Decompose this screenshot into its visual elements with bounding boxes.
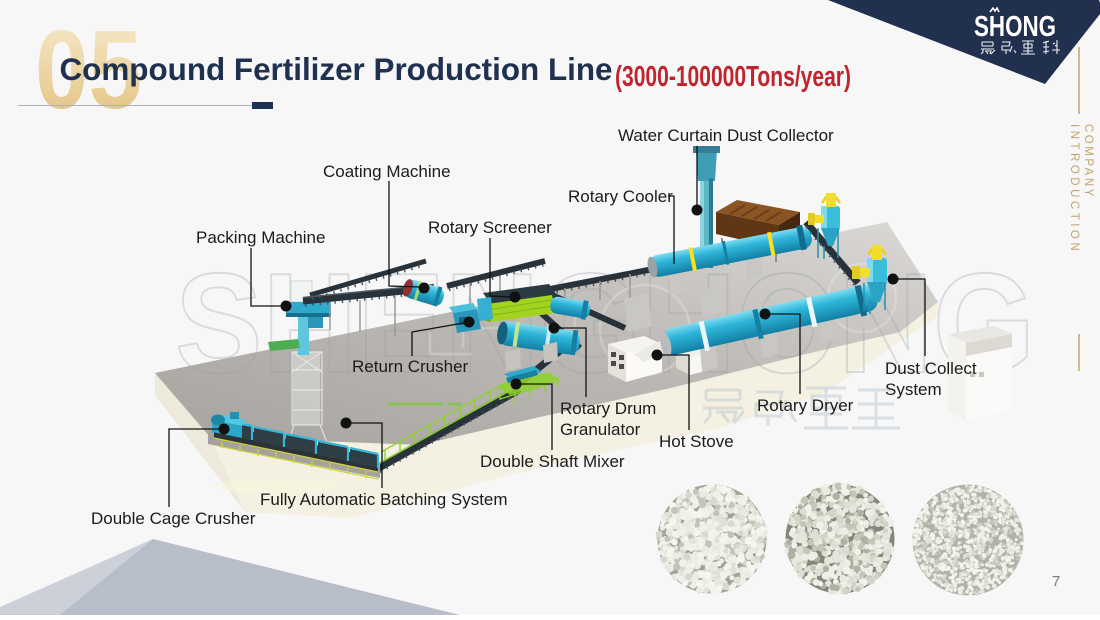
svg-text:7: 7 [1052, 573, 1060, 590]
svg-text:Compound Fertilizer Production: Compound Fertilizer Production Line [60, 51, 613, 87]
svg-text:Dust Collect: Dust Collect [885, 359, 977, 378]
svg-text:(3000-100000Tons/year): (3000-100000Tons/year) [615, 61, 851, 93]
svg-text:Coating Machine: Coating Machine [323, 162, 451, 181]
svg-text:Return Crusher: Return Crusher [352, 357, 469, 376]
svg-text:Rotary Cooler: Rotary Cooler [568, 187, 673, 206]
svg-text:05: 05 [35, 8, 142, 132]
svg-text:Hot Stove: Hot Stove [659, 432, 734, 451]
svg-text:Double Shaft Mixer: Double Shaft Mixer [480, 452, 625, 471]
svg-text:Packing Machine: Packing Machine [196, 228, 325, 247]
svg-text:Double Cage Crusher: Double Cage Crusher [91, 509, 256, 528]
svg-text:SHONG: SHONG [974, 11, 1056, 43]
svg-text:Water Curtain Dust Collector: Water Curtain Dust Collector [618, 126, 834, 145]
svg-text:System: System [885, 380, 942, 399]
svg-text:Fully Automatic Batching Syste: Fully Automatic Batching System [260, 490, 508, 509]
svg-text:INTRODUCTION: INTRODUCTION [1068, 124, 1080, 254]
svg-text:Rotary Drum: Rotary Drum [560, 399, 656, 418]
svg-text:Granulator: Granulator [560, 420, 641, 439]
svg-text:COMPANY: COMPANY [1082, 124, 1094, 199]
svg-text:Rotary Dryer: Rotary Dryer [757, 396, 854, 415]
svg-text:Rotary Screener: Rotary Screener [428, 218, 552, 237]
